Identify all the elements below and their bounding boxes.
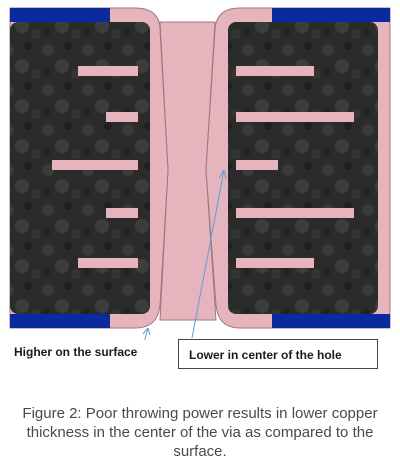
right-inner-layer-1: [236, 66, 314, 76]
right-inner-layer-4: [236, 208, 354, 218]
right-top-pad: [272, 8, 390, 22]
left-bottom-pad: [10, 314, 110, 328]
figure-caption: Figure 2: Poor throwing power results in…: [22, 405, 378, 460]
label-lower-in-center: Lower in center of the hole: [189, 348, 342, 362]
right-inner-layer-3: [236, 160, 278, 170]
left-inner-layer-2: [106, 112, 138, 122]
label-box-lower-center: Lower in center of the hole: [178, 339, 378, 369]
right-board-half: [205, 7, 391, 329]
left-inner-layer-5: [78, 258, 138, 268]
arrow-lower-center: [191, 169, 227, 339]
right-inner-layer-2: [236, 112, 354, 122]
right-inner-layer-5: [236, 258, 314, 268]
arrow-higher-surface: [142, 327, 151, 340]
left-inner-layer-1: [78, 66, 138, 76]
label-higher-on-surface: Higher on the surface: [14, 345, 138, 359]
left-inner-layer-3: [52, 160, 138, 170]
right-bottom-pad: [272, 314, 390, 328]
left-board-half: [9, 7, 169, 329]
via-cross-section-diagram: [9, 7, 391, 340]
left-top-pad: [10, 8, 110, 22]
right-laminate: [228, 22, 378, 314]
left-inner-layer-4: [106, 208, 138, 218]
